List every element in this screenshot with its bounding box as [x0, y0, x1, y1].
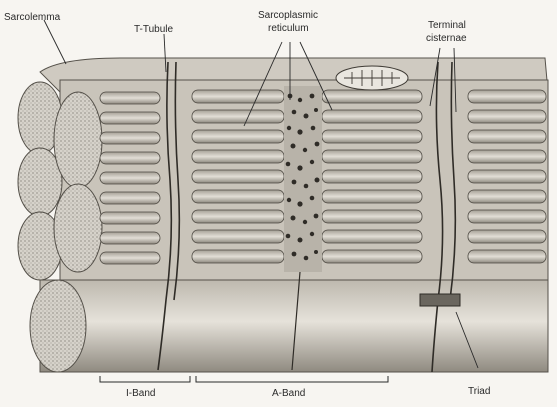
label-sarcolemma: Sarcolemma: [4, 12, 60, 23]
triad-structure: [420, 294, 460, 306]
fenestrated-collar: [284, 86, 322, 272]
label-triad: Triad: [468, 386, 490, 397]
label-t-tubule: T-Tubule: [134, 24, 173, 35]
label-sarcoplasmic-reticulum-line1: Sarcoplasmic: [258, 10, 318, 21]
mitochondrion: [336, 66, 408, 90]
reticulum-tubules-center-right: [322, 90, 422, 263]
myofibril-bottom-end: [30, 280, 86, 372]
reticulum-tubules-center-left: [192, 90, 284, 263]
band-brackets: [100, 376, 388, 382]
label-terminal-cisternae-line1: Terminal: [428, 20, 466, 31]
reticulum-tubules-right: [468, 90, 546, 263]
label-sarcoplasmic-reticulum-line2: reticulum: [268, 23, 309, 34]
label-i-band: I-Band: [126, 388, 155, 399]
label-terminal-cisternae-line2: cisternae: [426, 33, 467, 44]
myofibril-bottom: [40, 280, 548, 372]
reticulum-tubules-left: [100, 92, 160, 264]
label-a-band: A-Band: [272, 388, 305, 399]
myofibril-ends-left: [18, 82, 102, 280]
